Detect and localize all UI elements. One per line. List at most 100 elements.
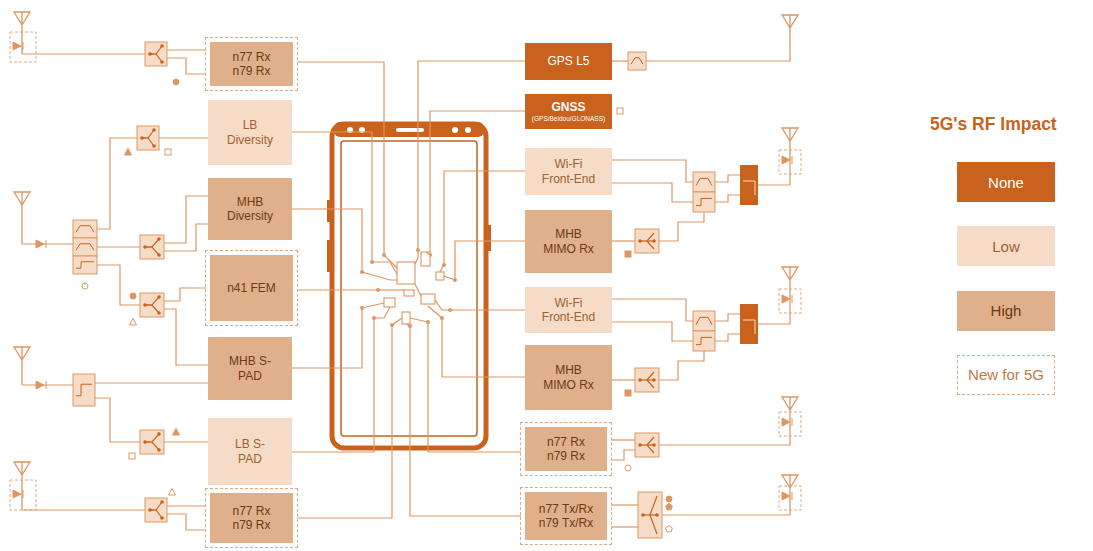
process-box: MHB MIMO Rx	[525, 345, 612, 410]
switch-contact	[655, 513, 659, 517]
wire	[378, 289, 404, 290]
wire	[410, 318, 428, 322]
switch-arm	[142, 130, 154, 138]
switch-arm	[647, 241, 654, 249]
process-box: MHB S-PAD	[208, 337, 292, 400]
wire	[97, 138, 137, 229]
process-box: LB S-PAD	[208, 418, 292, 485]
wire	[450, 309, 525, 310]
switch-contact	[638, 378, 642, 382]
switch-contact	[638, 443, 642, 447]
tuner-symbol	[782, 156, 792, 164]
wire	[612, 240, 635, 241]
port-marker	[173, 429, 180, 436]
new-marker-outline	[779, 412, 801, 436]
wire	[442, 318, 525, 377]
switch-contact	[652, 239, 656, 243]
port-marker	[666, 504, 673, 510]
port-marker	[173, 79, 179, 85]
switch-contact	[652, 443, 656, 447]
new-marker-outline	[779, 289, 801, 313]
filter-curve	[696, 178, 712, 185]
process-box: n77 Rx n79 Rx	[210, 42, 293, 86]
switch-contact	[157, 432, 161, 436]
switch-contact	[638, 239, 642, 243]
wire	[612, 299, 693, 321]
box-label: Wi-Fi Front-End	[538, 157, 600, 186]
wire	[95, 382, 208, 383]
wire	[297, 289, 378, 290]
wire	[164, 196, 208, 243]
antenna-symbol	[14, 347, 30, 385]
filter-symbol	[693, 311, 715, 331]
wire	[22, 53, 145, 54]
box-label: (GPS/Beidou/GLONASS)	[532, 115, 605, 123]
filter-symbol	[693, 192, 715, 212]
wire	[715, 175, 740, 182]
box-label: n77 Rx n79 Rx	[226, 50, 278, 79]
box-label: n77 Rx n79 Rx	[540, 435, 592, 464]
process-box: Wi-Fi Front-End	[525, 148, 612, 195]
wire	[646, 45, 790, 61]
wire	[612, 60, 628, 61]
diplexer-symbol	[740, 304, 758, 344]
wire	[292, 209, 362, 272]
box-label: MHB S-PAD	[222, 354, 278, 383]
wire	[444, 171, 525, 265]
wire	[612, 160, 693, 182]
new-marker-outline	[779, 486, 801, 510]
wire	[715, 334, 740, 341]
box-label: LB Diversity	[222, 118, 278, 147]
legend-label: Low	[992, 238, 1020, 255]
wire	[444, 276, 455, 280]
port-marker	[165, 149, 171, 155]
switch-contact	[652, 378, 656, 382]
box-label: n77 Rx n79 Rx	[226, 504, 278, 533]
filter-curve	[631, 58, 643, 64]
port-marker	[625, 251, 631, 257]
switch-contact	[157, 311, 161, 315]
wire	[167, 58, 206, 74]
phone-camera	[465, 127, 471, 133]
port-marker	[617, 108, 623, 114]
port-marker	[82, 283, 88, 289]
circuit-chip	[421, 252, 430, 266]
process-box: MHB MIMO Rx	[525, 210, 612, 273]
wire	[22, 384, 73, 385]
switch-arm	[145, 305, 159, 313]
wire	[415, 250, 418, 264]
wire	[164, 288, 206, 301]
switch-arm	[142, 138, 154, 146]
switch-contact	[152, 128, 156, 132]
switch-contact	[143, 303, 147, 307]
wire	[659, 430, 790, 445]
phone-speaker	[396, 128, 424, 132]
filter-curve	[76, 384, 92, 396]
wire	[715, 195, 740, 202]
wire	[159, 137, 208, 138]
process-box: GNSS(GPS/Beidou/GLONASS)	[525, 94, 612, 128]
switch-symbol	[140, 235, 164, 259]
circuit-chip	[384, 298, 395, 307]
port-marker	[666, 496, 672, 502]
port-marker	[130, 319, 137, 326]
switch-arm	[650, 496, 657, 515]
legend-swatch: High	[957, 291, 1055, 331]
wire	[612, 322, 693, 341]
switch-arm	[150, 502, 162, 510]
circuit-chip	[397, 262, 415, 284]
diplexer-symbol	[740, 165, 758, 205]
switch-contact	[160, 44, 164, 48]
box-label: LB S-PAD	[225, 437, 275, 466]
switch-contact	[160, 516, 164, 520]
phone-button	[487, 225, 491, 251]
wire	[95, 398, 140, 442]
wire	[22, 509, 145, 510]
wire	[415, 284, 421, 296]
filter-symbol	[73, 238, 97, 256]
port-marker	[625, 465, 631, 471]
switch-symbol	[145, 498, 167, 522]
port-marker	[130, 293, 136, 299]
new-marker-outline	[10, 32, 36, 62]
